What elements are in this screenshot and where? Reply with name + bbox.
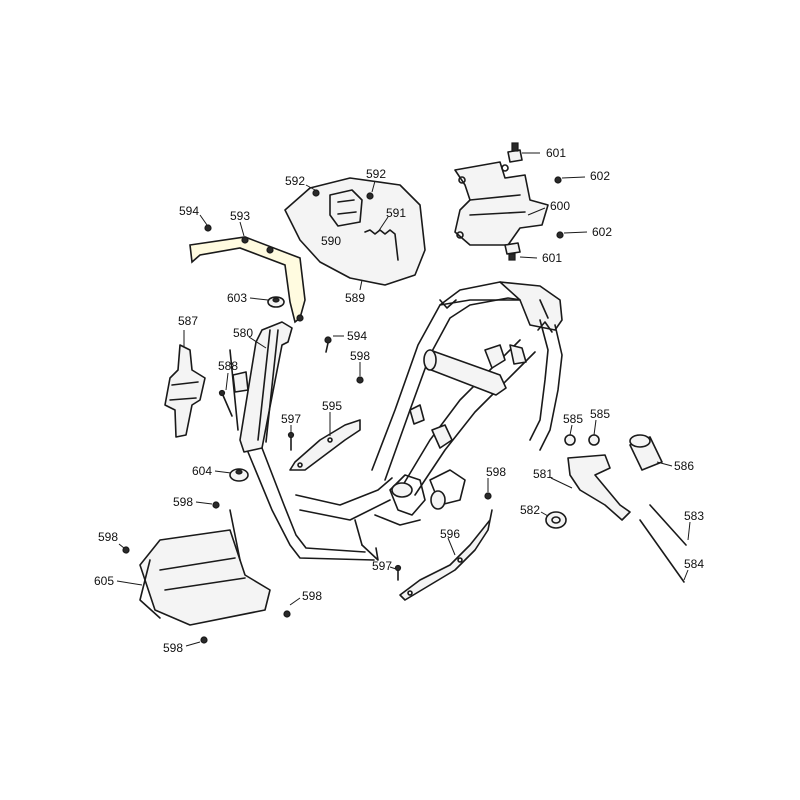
part-602-bolts	[554, 176, 564, 239]
callout-602-top: 602	[590, 169, 610, 183]
callout-581: 581	[533, 467, 553, 481]
part-596-bracket	[399, 509, 493, 601]
part-600-plate	[454, 161, 549, 246]
part-601-rubber-top	[507, 142, 523, 163]
callout-580: 580	[233, 326, 253, 340]
callout-603: 603	[227, 291, 247, 305]
callout-601-bottom: 601	[542, 251, 562, 265]
callout-585-left: 585	[563, 412, 583, 426]
callout-598-left-upper: 598	[173, 495, 193, 509]
part-590-bracket	[329, 189, 363, 227]
callout-592-left: 592	[285, 174, 305, 188]
callout-589: 589	[345, 291, 365, 305]
callout-594-mid: 594	[347, 329, 367, 343]
part-592-screws	[312, 189, 374, 200]
part-589-shield	[284, 177, 426, 286]
callout-591: 591	[386, 206, 406, 220]
callout-583: 583	[684, 509, 704, 523]
callout-597-upper: 597	[281, 412, 301, 426]
part-601-rubber-bottom	[504, 242, 521, 261]
callout-587: 587	[178, 314, 198, 328]
part-598-nuts	[122, 376, 492, 644]
part-593-bar	[189, 236, 306, 324]
callout-592-right: 592	[366, 167, 386, 181]
callout-598-far-left: 598	[98, 530, 118, 544]
callout-584: 584	[684, 557, 704, 571]
part-595-bracket	[289, 419, 361, 471]
part-604-grommet	[229, 468, 249, 482]
callout-588: 588	[218, 359, 238, 373]
part-580-stem	[229, 349, 249, 431]
part-585-washers	[564, 434, 600, 446]
callout-601-top: 601	[546, 146, 566, 160]
callout-594-top: 594	[179, 204, 199, 218]
callout-605: 605	[94, 574, 114, 588]
part-603-grommet	[267, 296, 285, 308]
callout-586: 586	[674, 459, 694, 473]
part-594-screws	[204, 224, 332, 353]
callout-593: 593	[230, 209, 250, 223]
callout-604: 604	[192, 464, 212, 478]
callout-598-center: 598	[350, 349, 370, 363]
part-582-bushing	[545, 511, 567, 529]
callout-582: 582	[520, 503, 540, 517]
callout-590: 590	[321, 234, 341, 248]
part-581-arm	[567, 454, 631, 521]
callout-598-bottom-left: 598	[163, 641, 183, 655]
part-584-bolt	[639, 519, 685, 583]
part-587-bracket	[164, 344, 206, 438]
callout-597-lower: 597	[372, 559, 392, 573]
main-frame	[239, 281, 563, 561]
callout-595: 595	[322, 399, 342, 413]
callout-596: 596	[440, 527, 460, 541]
callout-layer: 601 602 600 602 601 592 592 591 590 589 …	[94, 146, 704, 655]
part-588-pin	[218, 389, 233, 417]
part-591-spring	[364, 229, 399, 261]
callout-598-right: 598	[486, 465, 506, 479]
part-586-sleeve	[629, 434, 663, 471]
callout-585-right: 585	[590, 407, 610, 421]
part-583-bolt	[649, 504, 687, 546]
callout-598-lower-mid: 598	[302, 589, 322, 603]
part-605-floor-bracket	[139, 509, 271, 626]
callout-602-bottom: 602	[592, 225, 612, 239]
callout-600: 600	[550, 199, 570, 213]
part-597-bolts	[287, 431, 402, 581]
